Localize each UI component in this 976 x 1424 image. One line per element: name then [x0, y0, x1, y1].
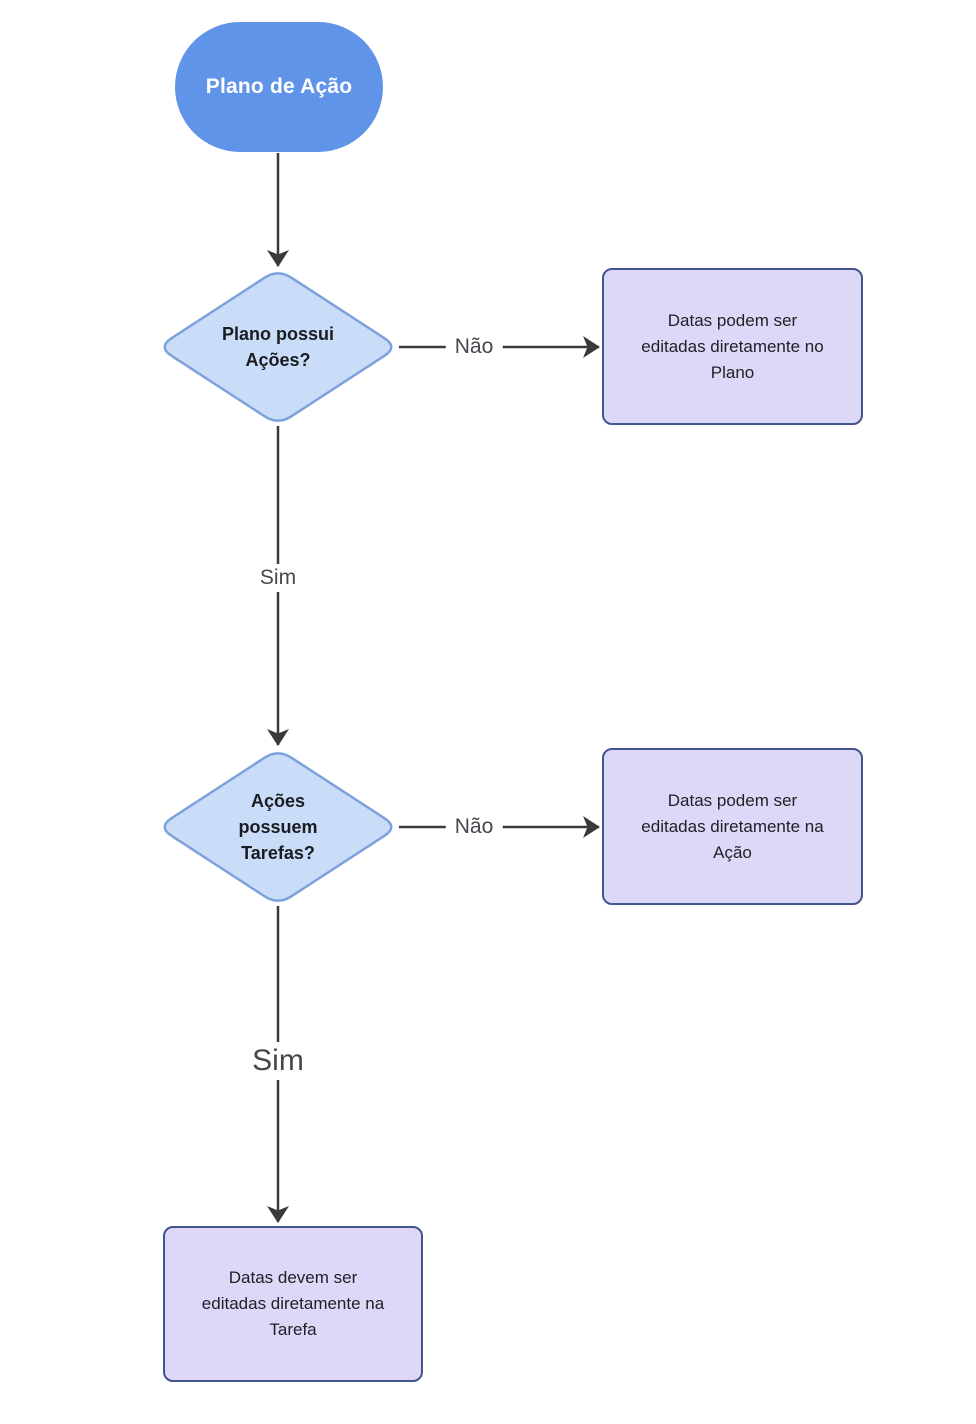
decision-plan-has-actions: Plano possui Ações?: [158, 269, 398, 425]
decision-diamond-plan-has-actions: [163, 272, 393, 422]
edge-label-sim-2: Sim: [240, 1042, 316, 1080]
decision-actions-have-tasks-label: Ações possuem Tarefas?: [238, 791, 318, 863]
outcome-edit-in-plan-label: Datas podem ser editadas diretamente no …: [641, 310, 824, 382]
outcome-box-edit-in-action: Datas podem ser editadas diretamente na …: [602, 748, 863, 905]
outcome-edit-in-action-label: Datas podem ser editadas diretamente na …: [641, 790, 824, 862]
decision-plan-has-actions-label: Plano possui Ações?: [221, 324, 335, 370]
decision-actions-have-tasks: Ações possuem Tarefas?: [158, 749, 398, 905]
outcome-edit-in-task-label: Datas devem ser editadas diretamente na …: [201, 1268, 385, 1339]
edge-label-nao-2: Não: [445, 813, 503, 841]
start-node-label: Plano de Ação: [205, 75, 353, 98]
edge-label-sim-1: Sim: [250, 564, 306, 592]
outcome-box-edit-in-task: Datas devem ser editadas diretamente na …: [163, 1226, 423, 1382]
outcome-box-edit-in-plan: Datas podem ser editadas diretamente no …: [602, 268, 863, 425]
decision-diamond-actions-have-tasks: [163, 752, 393, 902]
start-node-plano-de-acao: Plano de Ação: [175, 22, 383, 152]
edge-label-nao-1: Não: [445, 333, 503, 361]
